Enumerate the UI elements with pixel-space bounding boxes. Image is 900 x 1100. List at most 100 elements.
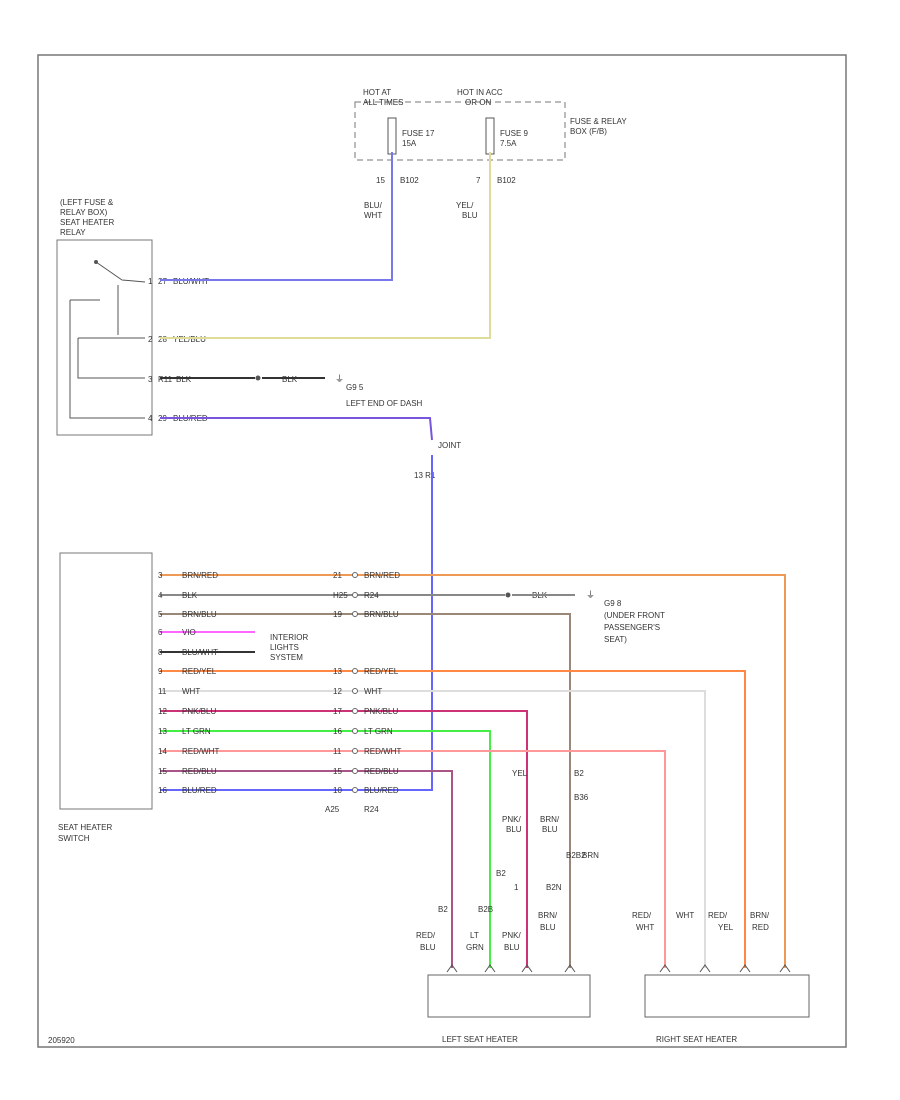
switch-mid-code-a: A25 (325, 805, 340, 814)
relay-pin-2: 2 (148, 335, 153, 344)
switch-connector-1 (352, 592, 358, 598)
relay-pin-3-code: R11 (158, 375, 173, 384)
diagram-code: 205920 (48, 1036, 75, 1045)
relay-label: (LEFT FUSE & (60, 198, 114, 207)
hot-in-acc-label-2: OR ON (465, 98, 491, 107)
right-heater-box (644, 974, 810, 1018)
fuse-a-wire-label-2: WHT (364, 211, 382, 220)
fuse-box-outline (354, 101, 566, 161)
switch-pin-code-15: 15 (333, 767, 342, 776)
switch-pin-wire-4: BLK (182, 591, 198, 600)
switch-connector-2 (352, 611, 358, 617)
switch-pin-wire-11: WHT (182, 687, 200, 696)
heater-connector-pin-2 (521, 964, 533, 973)
left-wire-3b: BLU (504, 943, 520, 952)
left-wire-4: BRN/ (538, 911, 558, 920)
switch-pin-wire-dup-11: WHT (364, 687, 382, 696)
right-heater-label: RIGHT SEAT HEATER (656, 1035, 737, 1044)
switch-pin-wire-dup-3: BRN/RED (364, 571, 400, 580)
diagram-frame (37, 54, 847, 1048)
switch-pin-15: 15 (158, 767, 167, 776)
right-wire-3b: YEL (718, 923, 734, 932)
right-wire-2: WHT (676, 911, 694, 920)
left-wire-3: PNK/ (502, 931, 521, 940)
relay-pin-1-code: 27 (158, 277, 167, 286)
switch-pin-code-11: 12 (333, 687, 342, 696)
wire-red-wht (160, 750, 666, 968)
switch-ground-label-2: (UNDER FRONT (604, 611, 665, 620)
switch-mid-code-b: R24 (364, 805, 379, 814)
left-heater-box (427, 974, 591, 1018)
fuse-b-wire-label: YEL/ (456, 201, 474, 210)
switch-lighting-label-3: SYSTEM (270, 653, 303, 662)
switch-ground-label-3: PASSENGER'S (604, 623, 660, 632)
relay-label-3: SEAT HEATER (60, 218, 114, 227)
switch-pin-12: 12 (158, 707, 167, 716)
switch-pin-wire-dup-12: PNK/BLU (364, 707, 398, 716)
switch-pin-14: 14 (158, 747, 167, 756)
mid-code-1: 1 (514, 883, 519, 892)
wire-blu-red-relay (160, 417, 433, 441)
switch-lighting-label: INTERIOR (270, 633, 308, 642)
switch-label-2: SWITCH (58, 834, 90, 843)
switch-pin-wire-dup-13: LT GRN (364, 727, 393, 736)
relay-ground-wire: BLK (282, 375, 298, 384)
switch-connector-10 (352, 768, 358, 774)
left-heater-label: LEFT SEAT HEATER (442, 1035, 518, 1044)
fuse-a-wire-label: BLU/ (364, 201, 383, 210)
switch-pin-4: 4 (158, 591, 163, 600)
heater-connector-pin-6 (739, 964, 751, 973)
ground-symbol-relay: ⏚ (335, 374, 344, 384)
switch-pin-wire-3: BRN/RED (182, 571, 218, 580)
fuse-17-rating: 15A (402, 139, 417, 148)
relay-label-4: RELAY (60, 228, 86, 237)
joint-label: JOINT (438, 441, 461, 450)
mid-code-b2: B2 (574, 769, 584, 778)
right-seat-heater: RIGHT SEAT HEATER RED/ WHT WHT RED/ YEL … (632, 911, 810, 1044)
fuse-a-pin: 15 (376, 176, 385, 185)
relay-pin-2-code: 28 (158, 335, 167, 344)
right-wire-1: RED/ (632, 911, 652, 920)
mid-label-brn: BRN (582, 851, 599, 860)
switch-pin-wire-dup-16: BLU/RED (364, 786, 399, 795)
switch-pin-6: 6 (158, 628, 163, 637)
hot-in-acc-label: HOT IN ACC (457, 88, 503, 97)
relay-ground-label: G9 5 (346, 383, 364, 392)
right-wire-3: RED/ (708, 911, 728, 920)
switch-pin-16: 16 (158, 786, 167, 795)
relay-pin-3: 3 (148, 375, 153, 384)
wire-yel-blu-relay (160, 152, 491, 339)
wire-layer (160, 152, 791, 973)
switch-pin-code-4: H25 (333, 591, 348, 600)
relay-pin-2-wire: YEL/BLU (173, 335, 206, 344)
fuse-b-pin: 7 (476, 176, 481, 185)
switch-connector-7 (352, 708, 358, 714)
switch-pin-9: 9 (158, 667, 163, 676)
wire-lt-grn (160, 730, 491, 968)
wire-red-blu (160, 770, 453, 968)
left-wire-1b: BLU (420, 943, 436, 952)
relay-ground-label-2: LEFT END OF DASH (346, 399, 423, 408)
right-wire-4b: RED (752, 923, 769, 932)
relay-switch-contact (69, 261, 146, 419)
heater-connector-pin-3 (564, 964, 576, 973)
switch-pin-code-3: 21 (333, 571, 342, 580)
switch-connector-9 (352, 748, 358, 754)
switch-pin-wire-8: BLU/WHT (182, 648, 218, 657)
fuse-9-rating: 7.5A (500, 139, 517, 148)
switch-pin-code-12: 17 (333, 707, 342, 716)
left-wire-2b: GRN (466, 943, 484, 952)
wire-brn-red (160, 574, 786, 968)
switch-pin-wire-5: BRN/BLU (182, 610, 217, 619)
hot-at-all-times-label-2: ALL TIMES (363, 98, 403, 107)
right-wire-4: BRN/ (750, 911, 770, 920)
hot-at-all-times-label: HOT AT (363, 88, 391, 97)
switch-pin-13: 13 (158, 727, 167, 736)
relay-pin-4: 4 (148, 414, 153, 423)
relay-pin-1-wire: BLU/WHT (173, 277, 209, 286)
switch-pin-wire-9: RED/YEL (182, 667, 217, 676)
mid-code-b2-b: B2 (496, 869, 506, 878)
switch-connector-0 (352, 572, 358, 578)
